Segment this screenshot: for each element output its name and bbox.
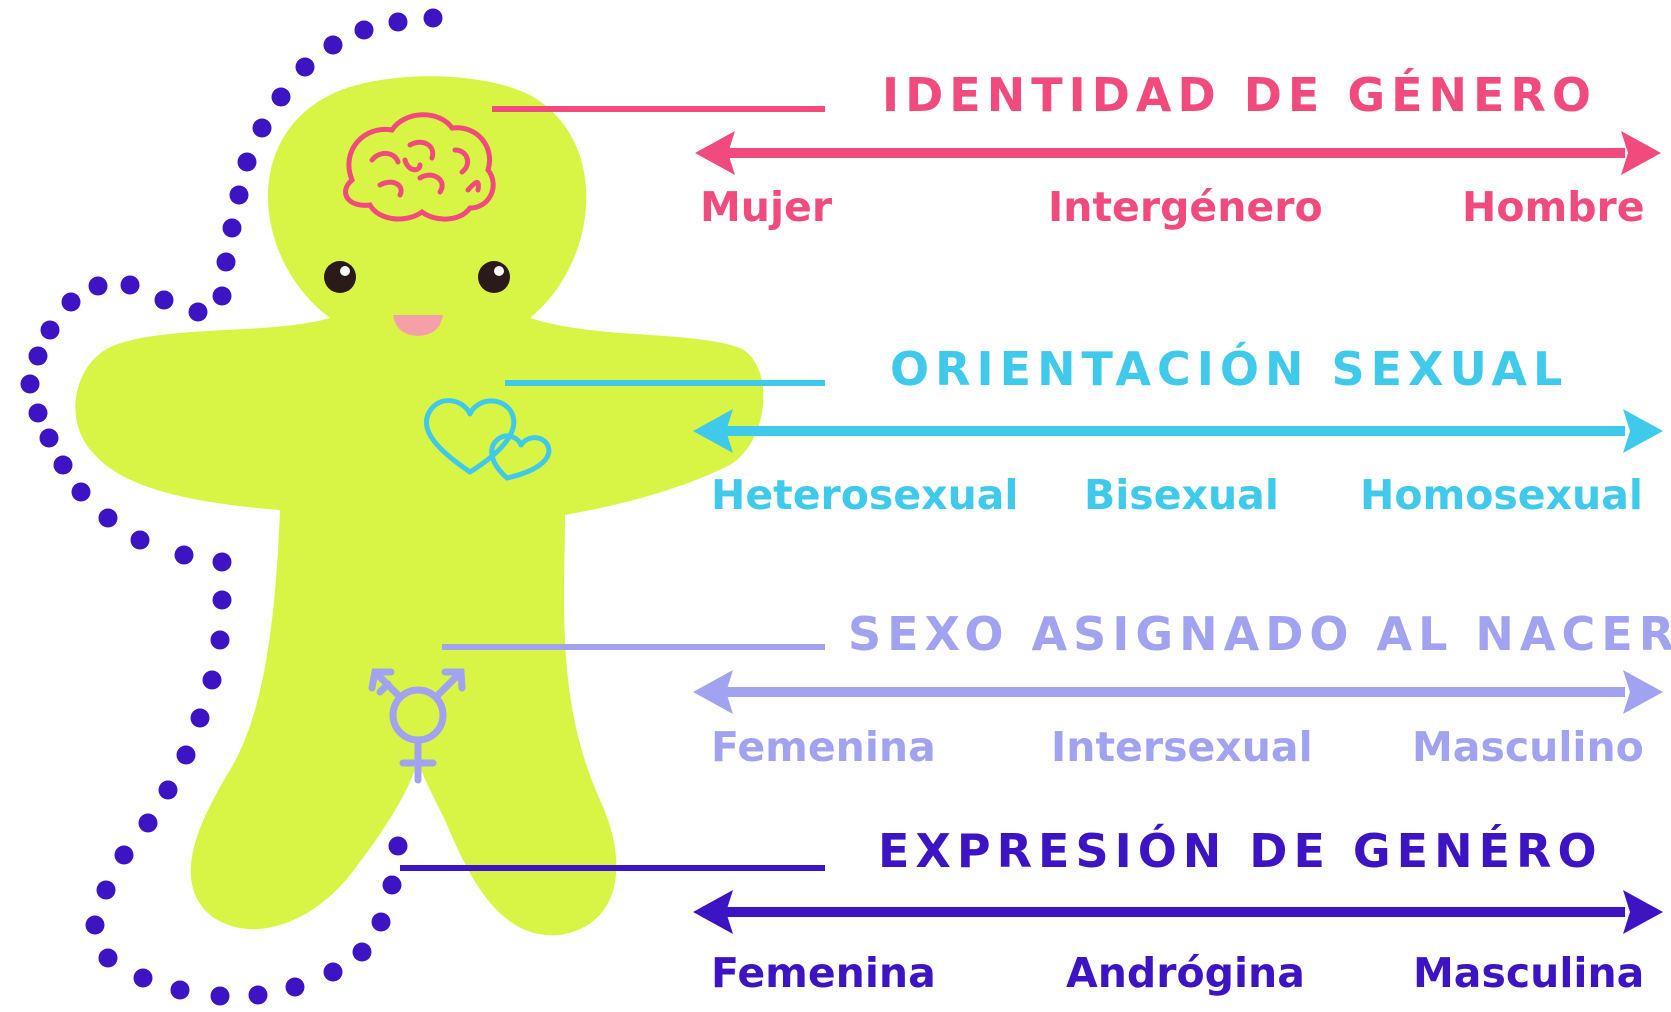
sex-left-label: Femenina <box>711 723 936 771</box>
aura-dot <box>212 552 232 572</box>
aura-dot <box>237 152 257 172</box>
aura-dot <box>114 845 134 865</box>
expression-middle-label: Andrógina <box>1066 949 1305 997</box>
orientation-scale-arrow <box>693 409 1663 453</box>
aura-dot <box>40 320 60 340</box>
aura-dot <box>212 286 232 306</box>
aura-dot <box>371 912 391 932</box>
aura-dot <box>210 630 230 650</box>
aura-dot <box>382 875 402 895</box>
sex-title: SEXO ASIGNADO AL NACER <box>848 607 1671 661</box>
orientation-left-label: Heterosexual <box>711 471 1019 519</box>
sex-right-label: Masculino <box>1412 723 1644 771</box>
aura-dot <box>28 403 48 423</box>
brain-icon <box>343 112 496 222</box>
aura-dot <box>88 276 108 296</box>
figure-body <box>75 76 764 936</box>
aura-dot <box>154 290 174 310</box>
aura-dot <box>229 185 249 205</box>
aura-dot <box>295 57 315 77</box>
aura-dot <box>216 252 236 272</box>
aura-dot <box>28 346 48 366</box>
expression-left-label: Femenina <box>711 949 936 997</box>
aura-dot <box>133 968 153 988</box>
aura-dot <box>71 482 91 502</box>
aura-dot <box>85 915 105 935</box>
aura-dot <box>271 87 291 107</box>
aura-dot <box>285 977 305 997</box>
right-eye <box>478 261 510 293</box>
left-eye <box>324 261 356 293</box>
identity-title: IDENTIDAD DE GÉNERO <box>882 68 1597 122</box>
expression-right-label: Masculina <box>1413 949 1645 997</box>
identity-right-label: Hombre <box>1462 183 1645 231</box>
sex-scale-arrow <box>693 670 1663 714</box>
aura-dot <box>388 12 408 32</box>
aura-dot <box>202 670 222 690</box>
sex-middle-label: Intersexual <box>1051 723 1313 771</box>
gingerbread-figure <box>75 76 764 936</box>
transgender-symbol-icon <box>368 668 466 784</box>
identity-left-label: Mujer <box>700 183 833 231</box>
orientation-right-label: Homosexual <box>1360 471 1643 519</box>
aura-dot <box>210 986 230 1006</box>
identity-scale-arrow <box>695 131 1661 175</box>
aura-dot <box>323 962 343 982</box>
aura-dot <box>248 985 268 1005</box>
aura-dot <box>252 118 272 138</box>
aura-dot <box>39 428 59 448</box>
aura-dot <box>174 545 194 565</box>
expression-title: EXPRESIÓN DE GENÉRO <box>878 824 1603 878</box>
identity-middle-label: Intergénero <box>1048 183 1323 231</box>
aura-dot <box>222 218 242 238</box>
aura-dot <box>158 780 178 800</box>
mouth <box>393 315 443 336</box>
aura-dot <box>53 455 73 475</box>
aura-dot <box>120 275 140 295</box>
aura-dot <box>354 20 374 40</box>
aura-dot <box>98 508 118 528</box>
aura-dot <box>423 8 443 28</box>
aura-dot <box>98 948 118 968</box>
aura-dot <box>170 980 190 1000</box>
dotted-outline <box>20 8 443 1006</box>
aura-dot <box>138 813 158 833</box>
aura-dot <box>61 292 81 312</box>
aura-dot <box>323 35 343 55</box>
aura-dot <box>188 302 208 322</box>
aura-dot <box>352 942 372 962</box>
orientation-middle-label: Bisexual <box>1084 471 1279 519</box>
aura-dot <box>176 745 196 765</box>
aura-dot <box>388 836 408 856</box>
aura-dot <box>190 708 210 728</box>
expression-scale-arrow <box>693 890 1663 934</box>
aura-dot <box>20 374 40 394</box>
aura-dot <box>130 530 150 550</box>
hearts-icon <box>423 398 552 481</box>
aura-dot <box>96 880 116 900</box>
aura-dot <box>212 590 232 610</box>
orientation-title: ORIENTACIÓN SEXUAL <box>890 342 1569 396</box>
